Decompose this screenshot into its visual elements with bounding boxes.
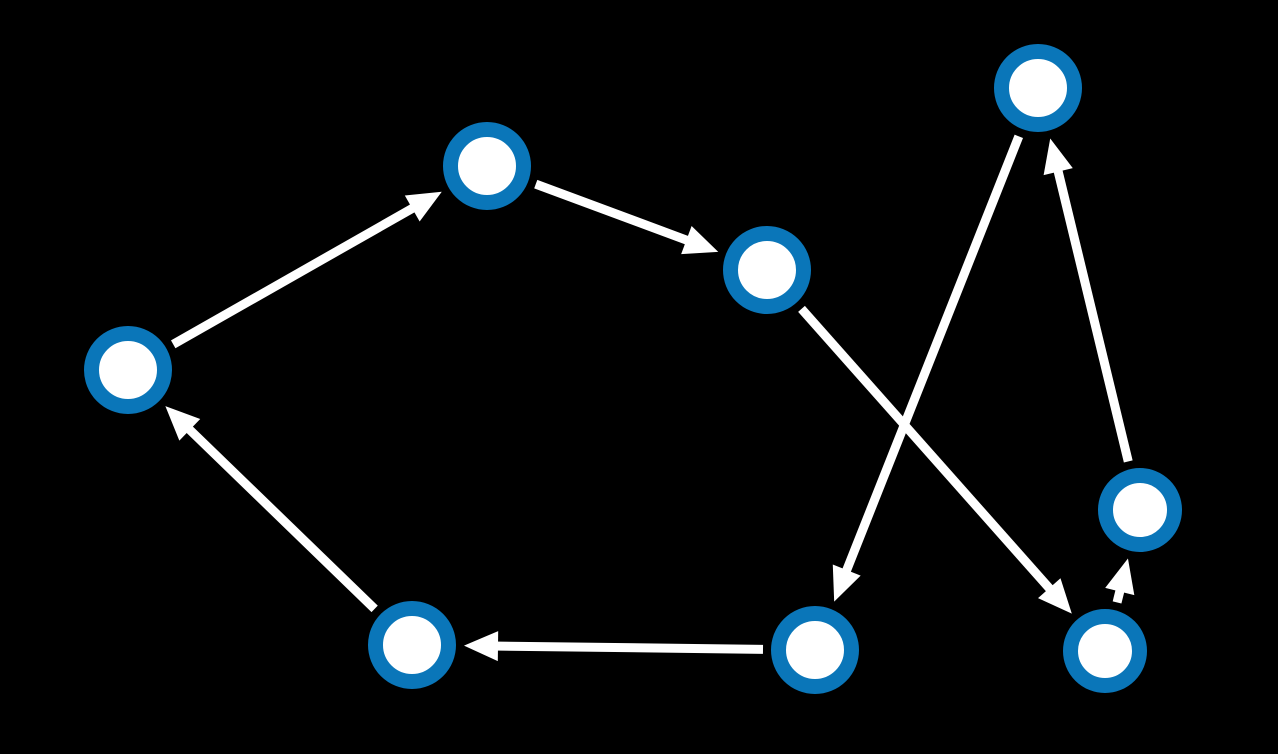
node-bottom-middle-circle-icon <box>771 606 859 694</box>
node-upper-left[interactable] <box>443 122 531 210</box>
edge-top-right-to-bottom-middle[interactable] <box>832 134 1024 602</box>
edge-bottom-left-to-left-arrowhead-icon <box>165 406 201 441</box>
node-bottom-right[interactable] <box>1063 609 1147 693</box>
edge-top-right-to-bottom-middle-arrowhead-icon <box>832 564 861 602</box>
nodes-layer <box>84 44 1182 694</box>
edge-right-middle-to-top-right[interactable] <box>1043 138 1133 463</box>
edge-bottom-right-to-right-middle[interactable] <box>1105 558 1135 604</box>
node-upper-left-circle-icon <box>443 122 531 210</box>
edge-upper-left-to-upper-mid-line <box>534 179 694 247</box>
node-bottom-left-circle-icon <box>368 601 456 689</box>
node-bottom-middle[interactable] <box>771 606 859 694</box>
edge-left-to-upper-left-line <box>170 201 420 349</box>
edge-top-right-to-bottom-middle-line <box>840 134 1024 578</box>
node-left-circle-icon <box>84 326 172 414</box>
edge-right-middle-to-top-right-line <box>1052 164 1133 463</box>
edge-left-to-upper-left-arrowhead-icon <box>404 191 442 222</box>
edge-upper-left-to-upper-mid-arrowhead-icon <box>681 225 719 255</box>
node-left[interactable] <box>84 326 172 414</box>
node-top-right[interactable] <box>994 44 1082 132</box>
node-right-middle[interactable] <box>1098 468 1182 552</box>
edge-left-to-upper-left[interactable] <box>170 191 442 349</box>
node-bottom-left[interactable] <box>368 601 456 689</box>
edge-bottom-right-to-right-middle-arrowhead-icon <box>1105 558 1135 596</box>
edge-bottom-left-to-left-line <box>182 422 378 613</box>
edge-bottom-middle-to-bottom-left-arrowhead-icon <box>464 631 499 662</box>
edge-bottom-middle-to-bottom-left-line <box>491 641 764 654</box>
edge-upper-mid-to-bottom-right-arrowhead-icon <box>1038 578 1072 614</box>
edge-upper-left-to-upper-mid[interactable] <box>534 179 719 255</box>
edge-upper-mid-to-bottom-right[interactable] <box>798 305 1072 614</box>
edge-bottom-middle-to-bottom-left[interactable] <box>464 631 764 662</box>
edge-right-middle-to-top-right-arrowhead-icon <box>1043 138 1073 176</box>
node-top-right-circle-icon <box>994 44 1082 132</box>
edges-layer <box>165 134 1135 662</box>
node-upper-mid[interactable] <box>723 226 811 314</box>
node-upper-mid-circle-icon <box>723 226 811 314</box>
node-bottom-right-circle-icon <box>1063 609 1147 693</box>
edge-upper-mid-to-bottom-right-line <box>798 305 1057 596</box>
node-right-middle-circle-icon <box>1098 468 1182 552</box>
edge-bottom-left-to-left[interactable] <box>165 406 378 613</box>
